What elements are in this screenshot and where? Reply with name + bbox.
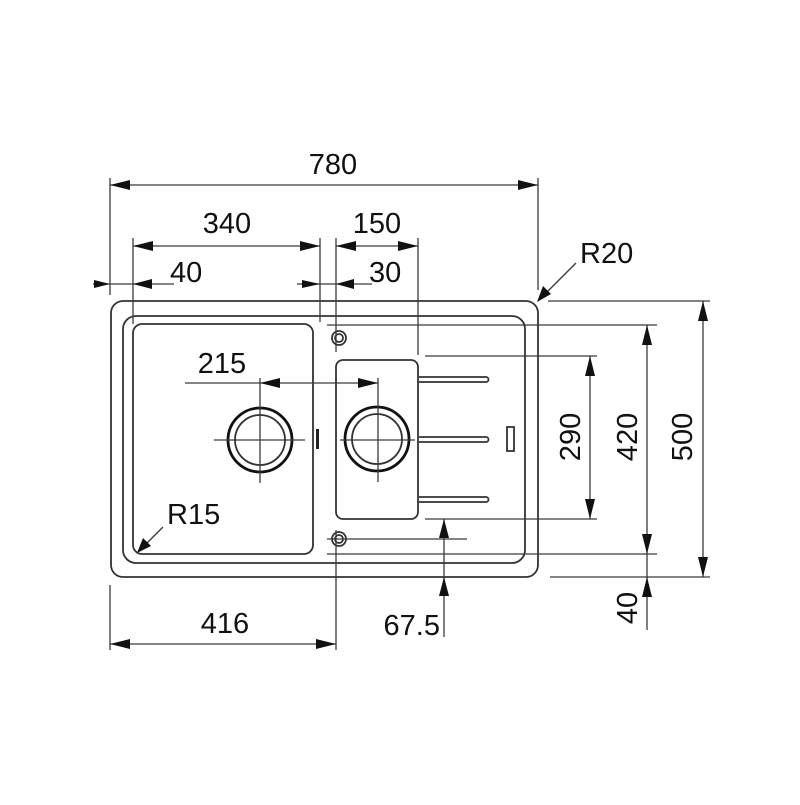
dim-left-offset: 40 (93, 257, 202, 289)
tap-hole-top-outer (331, 330, 347, 346)
dim-label-40-bottom: 40 (612, 592, 644, 624)
dim-label-30: 30 (369, 257, 401, 289)
tap-hole-top-inner (334, 333, 344, 343)
drainer (419, 376, 515, 503)
sink-outer-edge (110, 300, 539, 578)
tap-holes (327, 330, 467, 547)
dim-overall-depth: 500 (667, 301, 708, 577)
drainer-rib-bottom (419, 496, 490, 503)
dim-bowl-gap: 30 (297, 257, 401, 289)
drainer-rib-middle (419, 436, 490, 443)
dim-label-67-5: 67.5 (384, 610, 440, 642)
half-drain-inner (351, 413, 403, 465)
dim-label-150: 150 (353, 208, 401, 240)
dim-label-290: 290 (555, 413, 587, 461)
dim-label-416: 416 (201, 608, 249, 640)
dim-label-r15: R15 (167, 499, 220, 531)
dim-outer-radius: R20 (537, 238, 633, 302)
half-bowl-rim (335, 359, 419, 520)
dim-drain-spacing: 215 (185, 348, 378, 388)
half-drain-outer (343, 405, 411, 473)
sink-inner-frame (122, 315, 526, 564)
dim-half-bowl-width: 150 (336, 208, 418, 251)
main-bowl-rim (132, 323, 314, 555)
dim-drainer-depth: 290 (555, 356, 595, 519)
overflow-slot-icon (506, 426, 515, 452)
dim-label-500: 500 (667, 413, 699, 461)
dim-bowl-radius: R15 (137, 499, 220, 553)
dim-back-offset: 40 (612, 577, 652, 624)
dim-main-bowl-bottom: 416 (110, 608, 336, 649)
dim-label-40-left: 40 (170, 257, 202, 289)
dim-main-bowl-width: 340 (133, 208, 320, 251)
dim-label-420: 420 (612, 413, 644, 461)
dim-drain-offset: 67.5 (384, 519, 449, 642)
dim-overall-width: 780 (110, 149, 538, 190)
main-bowl (132, 323, 319, 555)
dim-label-215: 215 (198, 348, 246, 380)
extension-lines (109, 178, 710, 650)
drainer-rib-top (419, 376, 490, 383)
sink-outline (110, 300, 539, 578)
dim-label-r20: R20 (580, 238, 633, 270)
dim-label-340: 340 (203, 208, 251, 240)
dim-label-780: 780 (309, 149, 357, 181)
overflow-slot-left (316, 429, 319, 449)
half-bowl (335, 359, 419, 520)
